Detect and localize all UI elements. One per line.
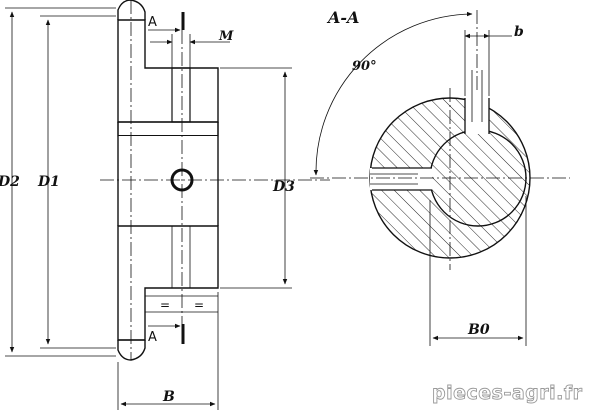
- angle-arc: [313, 11, 473, 176]
- label-d2: D2: [0, 174, 20, 190]
- label-angle: 90°: [352, 59, 377, 74]
- section-title: A-A: [326, 8, 359, 27]
- label-b0: B0: [467, 322, 490, 338]
- section-view: A-A 90° b B: [310, 8, 570, 346]
- label-b-width: B: [162, 389, 175, 405]
- set-screw-hole: [370, 168, 432, 190]
- watermark: pieces-agri.fr: [432, 382, 583, 404]
- equal-mark-right: =: [194, 298, 204, 312]
- keyway-slot: [465, 98, 489, 134]
- label-b-key: b: [514, 24, 524, 40]
- section-marker-top: A: [148, 15, 157, 30]
- equal-mark-left: =: [160, 298, 170, 312]
- tooth-tip-bottom: [117, 340, 146, 361]
- label-m: M: [218, 29, 234, 44]
- section-marker-bottom: A: [148, 330, 157, 345]
- bore-band: [117, 121, 219, 137]
- lower-hub-section: [117, 225, 219, 341]
- label-d1: D1: [37, 174, 60, 190]
- label-d3: D3: [272, 179, 295, 195]
- side-view: D2 D1 D3 M = = A A B: [0, 0, 330, 410]
- upper-hub-section: [117, 19, 219, 123]
- tooth-tip-top: [117, 0, 146, 20]
- screw-hole-top: [171, 67, 191, 123]
